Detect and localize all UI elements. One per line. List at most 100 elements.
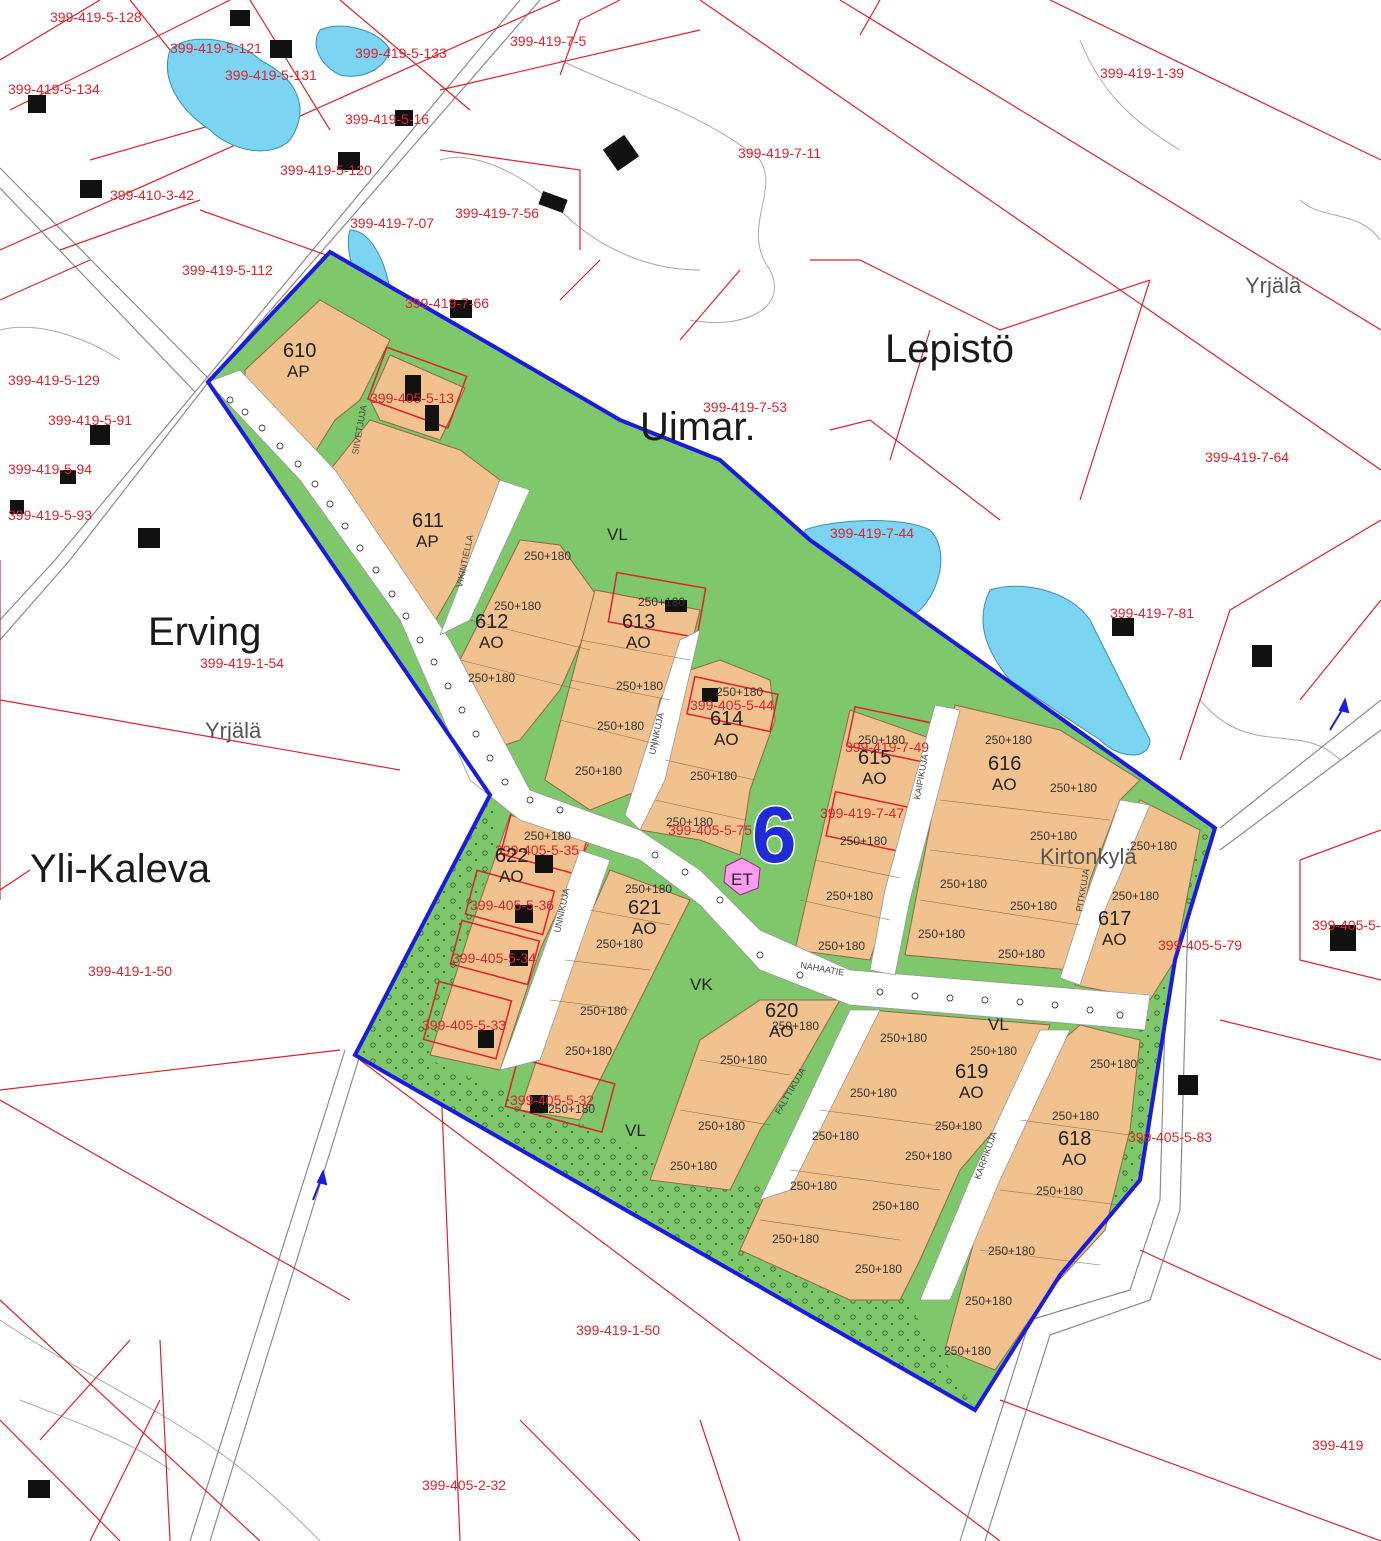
block-use: AO (959, 1083, 984, 1102)
block-use: AO (499, 867, 524, 886)
plot-size: 250+180 (944, 1344, 991, 1358)
plot-size: 250+180 (575, 764, 622, 778)
parcel-id: 399-419-5-121 (170, 40, 262, 56)
parcel-id: 399-419-7-07 (350, 215, 434, 231)
plot-size: 250+180 (565, 1044, 612, 1058)
plot-614 (639, 659, 776, 856)
plot-size: 250+180 (580, 1004, 627, 1018)
place-name: Kirtonkylä (1040, 844, 1137, 869)
parcel-id: 399-405-5-33 (422, 1017, 506, 1033)
block-use: AO (714, 730, 739, 749)
plot-size: 250+180 (812, 1129, 859, 1143)
place-name: Yli-Kaleva (30, 847, 211, 891)
area-use-label: ET (731, 870, 753, 889)
block-number: 610 (283, 340, 316, 362)
plot-size: 250+180 (1130, 839, 1177, 853)
plot-size: 250+180 (468, 671, 515, 685)
parcel-id: 399-419-1-50 (88, 963, 172, 979)
parcel-id: 399-405-5-79 (1158, 937, 1242, 953)
block-use: AO (1102, 930, 1127, 949)
plot-size: 250+180 (720, 1053, 767, 1067)
parcel-id: 399-405-5-35 (495, 842, 579, 858)
block-number: 613 (622, 611, 655, 633)
parcel-id: 399-419-1-50 (576, 1322, 660, 1338)
area-use-label: VL (607, 525, 628, 544)
place-name: Yrjälä (1245, 273, 1302, 298)
plot-size: 250+180 (998, 947, 1045, 961)
plot-size: 250+180 (858, 733, 905, 747)
plot-size: 250+180 (494, 599, 541, 613)
plot-size: 250+180 (790, 1179, 837, 1193)
pond-nw (166, 38, 301, 152)
plot-size: 250+180 (616, 679, 663, 693)
parcel-id: 399-419-5-131 (225, 67, 317, 83)
plot-size: 250+180 (850, 1086, 897, 1100)
parcel-id: 399-419-5-120 (280, 162, 372, 178)
parcel-id: 399-419-1-54 (200, 655, 284, 671)
plot-size: 250+180 (965, 1294, 1012, 1308)
plot-size: 250+180 (826, 889, 873, 903)
parcel-id: 399-419-7-64 (1205, 449, 1289, 465)
plot-size: 250+180 (772, 1232, 819, 1246)
plot-size: 250+180 (1112, 889, 1159, 903)
parcel-id: 399-419-5-129 (8, 372, 100, 388)
block-use: AO (992, 775, 1017, 794)
block-number: 612 (475, 611, 508, 633)
plot-size: 250+180 (597, 719, 644, 733)
parcel-id: 399-419-5-128 (50, 9, 142, 25)
plot-size: 250+180 (524, 549, 571, 563)
plot-size: 250+180 (698, 1119, 745, 1133)
parcel-id: 399-405-2-32 (422, 1477, 506, 1493)
plot-size: 250+180 (988, 1244, 1035, 1258)
plot-size: 250+180 (596, 937, 643, 951)
block-label-layer: 610AP611AP612AO613AO614AO615AO616AO617AO… (283, 340, 1131, 1169)
plot-blocks (244, 299, 1201, 1371)
block-use: AO (1062, 1150, 1087, 1169)
north-arrows (312, 697, 1350, 1201)
parcel-id: 399-419-5-93 (8, 507, 92, 523)
plot-size: 250+180 (716, 685, 763, 699)
plot-size: 250+180 (670, 1159, 717, 1173)
block-use: AP (416, 532, 439, 551)
plot-size: 250+180 (872, 1199, 919, 1213)
parcel-id: 399-419-5-133 (355, 45, 447, 61)
buildings (10, 10, 1356, 1498)
parcel-id: 399-419-7-81 (1110, 605, 1194, 621)
block-use: AP (287, 362, 310, 381)
parcel-id: 399-419-5-91 (48, 412, 132, 428)
parcel-id: 399-405-5-32 (510, 1092, 594, 1108)
place-name: Lepistö (885, 327, 1014, 371)
plot-size: 250+180 (772, 1019, 819, 1033)
plot-size: 250+180 (935, 1119, 982, 1133)
plot-size: 250+180 (1010, 899, 1057, 913)
plot-size: 250+180 (840, 834, 887, 848)
parcel-id: 399-410-3-42 (110, 187, 194, 203)
block-use: AO (769, 1022, 794, 1041)
block-number: 619 (955, 1061, 988, 1083)
block-number: 611 (412, 510, 444, 532)
plot-size-layer: 250+180 250+180 250+180 250+180 250+180 250+1… (468, 549, 1177, 1358)
place-name: Yrjälä (205, 718, 262, 743)
parcel-id: 399-405-5-13 (370, 390, 454, 406)
area-use-label: VL (988, 1015, 1009, 1034)
parcel-id: 399-419-1-39 (1100, 65, 1184, 81)
plot-size: 250+180 (1036, 1184, 1083, 1198)
block-number: 621 (628, 897, 661, 919)
block-use: AO (862, 769, 887, 788)
place-name-layer: ErvingYli-KalevaLepistöUimar.YrjäläYrjäl… (30, 273, 1302, 891)
parcel-id: 399-419-7-47 (820, 805, 904, 821)
block-use: AO (632, 919, 657, 938)
plot-size: 250+180 (985, 733, 1032, 747)
street-trees (226, 396, 1124, 1019)
plot-size: 250+180 (1090, 1057, 1137, 1071)
parcel-id: 399-419-7-53 (703, 399, 787, 415)
block-use: AO (626, 633, 651, 652)
area-number: 6 (752, 790, 797, 879)
place-name: Erving (148, 610, 261, 654)
plot-size: 250+180 (940, 877, 987, 891)
parcel-id: 399-405-5-40 (1312, 917, 1381, 933)
plot-size: 250+180 (880, 1031, 927, 1045)
et-symbol (723, 857, 761, 896)
parcel-id: 399-405-5-83 (1128, 1129, 1212, 1145)
